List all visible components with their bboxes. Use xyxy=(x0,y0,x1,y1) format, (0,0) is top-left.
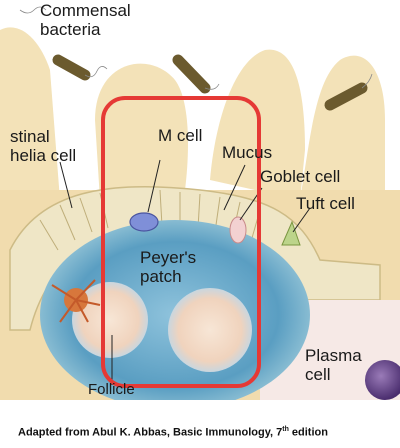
gut-peyers-patch-diagram xyxy=(0,6,400,400)
highlight-box xyxy=(101,96,261,388)
goblet-cell xyxy=(229,216,247,244)
caption-prefix: Adapted from Abul K. Abbas, Basic Immuno… xyxy=(18,426,283,439)
label-commensal-line1: Commensal xyxy=(40,1,131,20)
label-goblet-cell: Goblet cell xyxy=(260,167,341,186)
label-peyers-line2: patch xyxy=(140,267,182,286)
dendritic-cell xyxy=(51,279,101,323)
follicle-left xyxy=(72,282,148,358)
label-m-cell: M cell xyxy=(158,126,203,145)
bacteria-flagella xyxy=(19,6,373,90)
label-peyers-line1: Peyer's xyxy=(140,248,197,267)
figure-caption: Adapted from Abul K. Abbas, Basic Immuno… xyxy=(18,426,328,439)
commensal-bacteria xyxy=(52,54,368,111)
follicle-right xyxy=(168,288,252,372)
caption-suffix: edition xyxy=(288,426,328,439)
caption-superscript: th xyxy=(282,426,289,433)
plasma-cell xyxy=(365,360,400,400)
label-mucus: Mucus xyxy=(222,143,273,162)
label-tuft-cell: Tuft cell xyxy=(296,194,355,213)
m-cell xyxy=(129,212,159,232)
label-epithelia-line2: helia cell xyxy=(10,146,77,165)
tuft-cell xyxy=(281,220,301,246)
label-epithelia-line1: stinal xyxy=(10,127,50,146)
label-commensal-line2: bacteria xyxy=(40,20,101,39)
label-plasma-line1: Plasma xyxy=(305,346,362,365)
leader-lines xyxy=(59,159,311,385)
label-plasma-line2: cell xyxy=(305,365,331,384)
label-follicle: Follicle xyxy=(88,381,135,398)
